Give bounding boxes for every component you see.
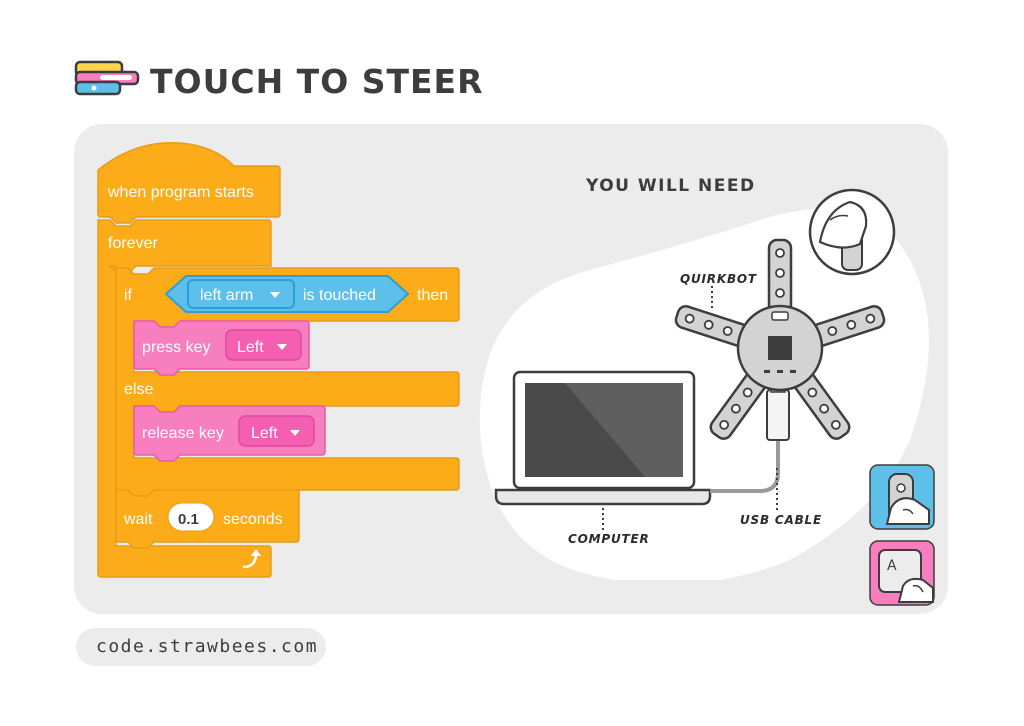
forever-block[interactable] xyxy=(97,219,272,578)
sensor-dropdown-label: left arm xyxy=(200,287,254,304)
if-else-block[interactable] xyxy=(115,267,460,497)
hardware-illustration xyxy=(479,188,929,580)
quirkbot-label: QUIRKBOT xyxy=(680,272,757,286)
page-title: TOUCH TO STEER xyxy=(150,62,484,101)
wait-value: 0.1 xyxy=(178,511,199,528)
if-label: if xyxy=(124,287,132,304)
dropdown-arrow-icon xyxy=(290,430,300,436)
else-label: else xyxy=(124,381,154,398)
loop-arrow-icon xyxy=(242,553,258,569)
block-program xyxy=(97,141,460,578)
dropdown-arrow-icon xyxy=(270,292,280,298)
touch-sensor-icon xyxy=(869,464,935,530)
keyboard-key-icon: A xyxy=(869,540,935,606)
sensor-suffix-label: is touched xyxy=(303,287,376,304)
forever-label: forever xyxy=(108,235,158,252)
computer-label: COMPUTER xyxy=(568,532,650,546)
wait-value-field[interactable] xyxy=(167,502,215,532)
url-pill[interactable] xyxy=(76,628,326,666)
wait-label: wait xyxy=(124,511,153,528)
dropdown-arrow-icon xyxy=(277,344,287,350)
website-url[interactable]: code.strawbees.com xyxy=(96,636,319,657)
release-key-dropdown[interactable] xyxy=(238,415,315,447)
release-key-label: release key xyxy=(142,425,224,442)
hat-block[interactable] xyxy=(97,141,281,224)
press-key-dropdown[interactable] xyxy=(225,329,302,361)
press-key-label: press key xyxy=(142,339,211,356)
touch-zoom-illustration xyxy=(808,188,896,276)
hat-block-label: when program starts xyxy=(108,184,254,201)
seconds-label: seconds xyxy=(223,511,283,528)
svg-text:A: A xyxy=(887,558,897,574)
usb-cable-label: USB CABLE xyxy=(740,513,822,527)
strawbees-logo-icon xyxy=(74,60,140,96)
requirements-title: YOU WILL NEED xyxy=(586,176,756,196)
sensor-dropdown[interactable] xyxy=(187,279,295,309)
then-label: then xyxy=(417,287,449,304)
quirkbot-illustration xyxy=(674,238,886,440)
press-key-value: Left xyxy=(237,339,264,356)
computer-illustration xyxy=(494,370,712,506)
release-key-value: Left xyxy=(251,425,278,442)
